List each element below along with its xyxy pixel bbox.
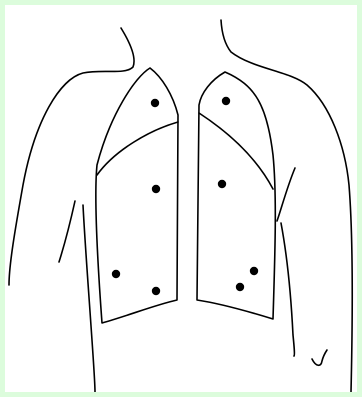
auscultation-point: [151, 99, 159, 107]
left-lung-outline: [96, 68, 178, 323]
auscultation-point: [236, 283, 244, 291]
right-arm-inner-line: [277, 168, 295, 221]
right-lung-fissure: [199, 113, 273, 189]
auscultation-point: [222, 97, 230, 105]
auscultation-point: [218, 180, 226, 188]
auscultation-point: [250, 267, 258, 275]
right-flank-line: [281, 223, 294, 356]
auscultation-point: [152, 287, 160, 295]
right-lung-outline: [197, 72, 275, 319]
right-lung: [197, 72, 275, 319]
check-mark: [312, 350, 327, 365]
left-lung: [96, 68, 178, 323]
left-arm-inner-line: [59, 201, 75, 262]
neck-right-line: [221, 20, 352, 392]
left-flank-line: [83, 205, 95, 392]
torso-outline: [9, 20, 352, 392]
posterior-thorax-diagram: [5, 5, 357, 392]
auscultation-point: [112, 270, 120, 278]
auscultation-point: [152, 185, 160, 193]
